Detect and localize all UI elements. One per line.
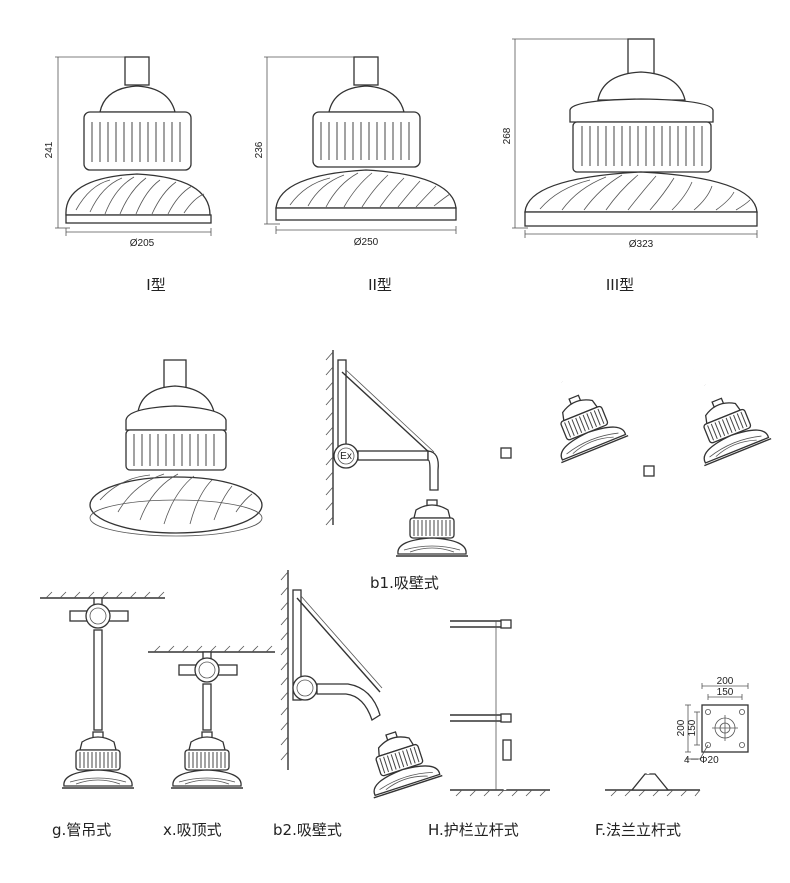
flange-height-outer: 200 [676, 719, 687, 736]
flange-pole-f-drawing [605, 360, 772, 797]
pendant-g-drawing [40, 591, 165, 789]
model-I-height: 241 [44, 141, 55, 158]
model-II-label: II型 [368, 276, 392, 294]
model-III-drawing: 268 Ø323 [502, 38, 758, 250]
model-I-drawing: 241 Ø205 [44, 56, 212, 249]
wall-mount-b2-drawing [280, 570, 443, 799]
pendant-g-label: g.管吊式 [52, 821, 111, 839]
model-III-height: 268 [502, 127, 513, 144]
wall-mount-b2-label: b2.吸壁式 [273, 821, 342, 839]
model-II-drawing: 236 Ø250 [254, 56, 457, 248]
flange-detail [685, 683, 749, 760]
model-III-label: III型 [606, 276, 634, 294]
model-II-height: 236 [254, 141, 265, 158]
flange-holes: 4－Φ20 [684, 755, 719, 766]
flange-width-inner: 150 [717, 687, 734, 698]
junction-box-mark: Ex [340, 451, 352, 462]
model-I-label: I型 [146, 276, 165, 294]
flange-width-outer: 200 [717, 676, 734, 687]
guardrail-pole-h-label: H.护栏立杆式 [428, 821, 519, 839]
guardrail-pole-h-drawing [450, 358, 629, 797]
flange-pole-f-label: F.法兰立杆式 [595, 821, 681, 839]
wall-mount-b1-label: b1.吸壁式 [370, 574, 439, 592]
wall-mount-b1-drawing [325, 350, 469, 557]
model-II-diameter: Ø250 [354, 237, 379, 248]
model-III-diameter: Ø323 [629, 239, 654, 250]
flange-height-inner: 150 [687, 719, 698, 736]
ceiling-x-label: x.吸顶式 [163, 821, 222, 839]
perspective-view [89, 359, 263, 537]
model-I-diameter: Ø205 [130, 238, 155, 249]
ceiling-x-drawing [148, 645, 275, 789]
